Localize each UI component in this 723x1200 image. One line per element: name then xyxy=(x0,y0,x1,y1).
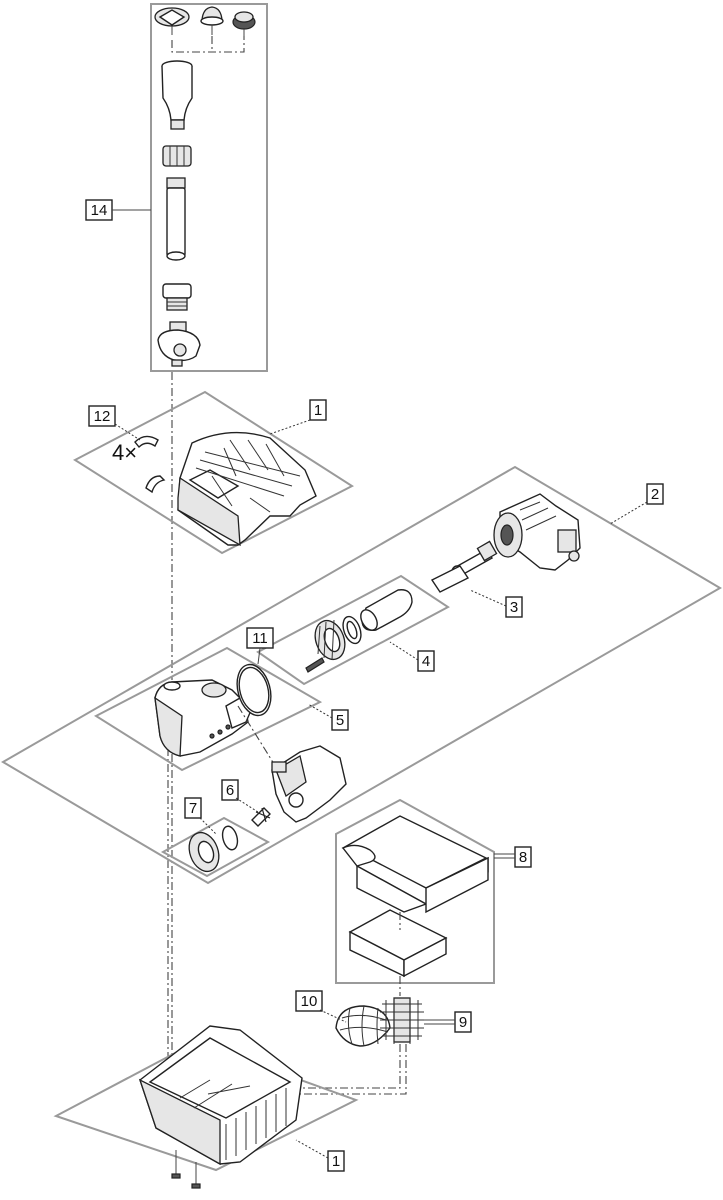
group-4-rotor-unit: 4 xyxy=(256,574,450,686)
frame-cover xyxy=(72,390,355,555)
callout-1-bottom-label: 1 xyxy=(332,1153,340,1170)
union-nut xyxy=(162,145,192,167)
filter-base-tray xyxy=(138,1025,303,1166)
group-2-pump-assembly: 2 3 xyxy=(1,465,722,885)
callout-10: 10 xyxy=(295,990,347,1023)
callout-1-top: 1 xyxy=(269,399,327,435)
callout-11-label: 11 xyxy=(252,630,268,647)
nozzle-extension xyxy=(161,60,193,130)
callout-3: 3 xyxy=(469,589,523,618)
callout-5-label: 5 xyxy=(336,712,344,729)
pump-housing-body xyxy=(154,679,253,757)
frame-2 xyxy=(1,465,722,885)
callout-6: 6 xyxy=(221,779,259,813)
callout-7: 7 xyxy=(184,797,217,835)
inlet-o-ring xyxy=(221,825,239,851)
frame-7 xyxy=(160,816,271,878)
nozzle-assembly-line xyxy=(171,36,245,53)
callout-1-bottom: 1 xyxy=(295,1139,345,1172)
callout-10-label: 10 xyxy=(301,993,318,1010)
callout-11: 11 xyxy=(246,627,274,665)
nozzle-head-cascade xyxy=(232,11,256,36)
frame-14 xyxy=(150,3,268,372)
filter-brush xyxy=(380,997,424,1044)
callout-12: 12 xyxy=(88,405,141,441)
callout-1-top-label: 1 xyxy=(314,402,322,419)
impeller xyxy=(251,807,271,827)
callout-9-label: 9 xyxy=(459,1014,467,1031)
frame-base xyxy=(53,1040,359,1172)
frame-8 xyxy=(335,798,495,984)
rotor-seal-ring xyxy=(342,615,362,645)
rotor-magnet xyxy=(430,565,470,593)
callout-14-label: 14 xyxy=(91,202,108,219)
group-1-cover: 4× 12 1 xyxy=(72,390,355,555)
axis-brush-to-base-b xyxy=(280,1044,407,1095)
callout-3-label: 3 xyxy=(510,599,518,616)
lid-clip-b xyxy=(145,475,166,494)
filter-cover-lid xyxy=(177,431,317,547)
callout-14: 14 xyxy=(85,199,151,221)
flow-valve xyxy=(157,321,201,367)
callout-9: 9 xyxy=(424,1011,472,1033)
bayonet-ring xyxy=(314,619,346,661)
callout-6-label: 6 xyxy=(226,782,234,799)
group-1-base: 1 xyxy=(53,1025,359,1189)
filter-foam-fine xyxy=(348,909,448,978)
pump-motor-housing xyxy=(493,493,581,571)
threaded-adapter xyxy=(162,283,192,311)
callout-7-label: 7 xyxy=(189,800,197,817)
rotor-sleeve xyxy=(360,589,413,631)
callout-12-label: 12 xyxy=(94,408,111,425)
callout-8: 8 xyxy=(494,846,532,868)
base-screw-right xyxy=(191,1162,201,1189)
callout-5: 5 xyxy=(307,703,349,731)
riser-pipe xyxy=(166,177,186,261)
impeller-cover xyxy=(271,745,347,823)
callout-4-label: 4 xyxy=(422,653,430,670)
inlet-flange xyxy=(188,831,220,873)
group-5-pump-housing: 11 5 xyxy=(93,627,349,781)
base-screw-left xyxy=(171,1150,181,1179)
frame-5 xyxy=(93,646,323,772)
nozzle-head-tulip xyxy=(200,6,224,35)
filter-foam-coarse xyxy=(341,815,489,914)
bio-ball xyxy=(335,1005,391,1047)
quantity-4x: 4× xyxy=(112,440,137,465)
group-14-fountain-kit: 14 xyxy=(85,3,268,372)
callout-2-label: 2 xyxy=(651,486,659,503)
group-8-filter-foams: 8 xyxy=(335,798,532,996)
lid-clip-a xyxy=(134,435,159,449)
frame-4 xyxy=(256,574,450,686)
callout-8-label: 8 xyxy=(519,849,527,866)
callout-4: 4 xyxy=(389,641,435,672)
o-ring-11 xyxy=(236,663,272,717)
axis-housing-to-cover xyxy=(237,705,285,781)
rotor-screw xyxy=(305,657,325,673)
callout-2: 2 xyxy=(609,483,664,525)
nozzle-head-bell xyxy=(154,7,190,35)
axis-brush-to-base xyxy=(300,1044,401,1089)
group-7-inlet: 7 xyxy=(160,797,271,878)
